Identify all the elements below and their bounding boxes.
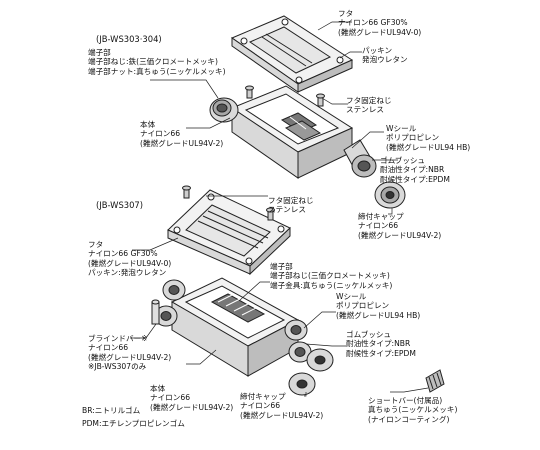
bottom-rubber-bush-label-name: ゴムブッシュ [346,330,392,339]
top-terminal-label-nut: 端子部ナット:真ちゅう(ニッケルメッキ) [88,66,226,76]
top-gland-right [343,139,377,178]
bottom-short-bar-label-name: ショートバー(付属品) [368,396,443,405]
top-cover-screw-label-name: フタ固定ねじ [346,96,392,105]
short-bar [425,369,445,393]
top-body-label: 本体 ナイロン66 (難燃グレードUL94V-2) [140,120,223,148]
top-cap-label-name: 締付キャップ [358,212,404,221]
top-cap-label-grade: (難燃グレードUL94V-2) [358,230,442,240]
bottom-cover-label-grade: (難燃グレードUL94V-0) [88,258,172,268]
bottom-short-bar-label-material: 真ちゅう(ニッケルメッキ) [368,405,458,415]
bottom-cap-label-material: ナイロン66 [240,401,281,411]
bottom-cover-screw-label-name: フタ固定ねじ [268,196,314,205]
abbreviation-legend: BR:ニトリルゴム PDM:エチレンプロピレンゴム [82,404,185,430]
bottom-cover-label: フタ ナイロン66 GF30% (難燃グレードUL94V-0) パッキン:発泡ウ… [88,240,171,278]
bottom-terminal-label: 端子部 端子部ねじ(三価クロメートメッキ) 端子金具:真ちゅう(ニッケルメッキ) [270,262,392,290]
top-packing-label: パッキン 発泡ウレタン [362,46,408,65]
bottom-blind-bar-label: ブラインドバー※ ナイロン66 (難燃グレードUL94V-2) ※JB-WS30… [88,334,171,372]
bottom-body-label: 本体 ナイロン66 (難燃グレードUL94V-2) [150,384,233,412]
top-cover-screw-label: フタ固定ねじ ステンレス [346,96,392,115]
bottom-cap-label: 締付キャップ ナイロン66 (難燃グレードUL94V-2) [240,392,323,420]
bottom-blind-bar-label-name: ブラインドバー※ [88,334,148,343]
top-cover-screw-label-material: ステンレス [346,105,384,115]
top-terminal-label-screw: 端子部ねじ:鉄(三価クロメートメッキ) [88,57,218,67]
bottom-cap-label-name: 締付キャップ [240,392,286,401]
bottom-body-label-name: 本体 [150,384,166,393]
bottom-cover-label-material: ナイロン66 GF30% [88,249,158,259]
top-packing-label-name: パッキン [362,46,393,55]
bottom-cover [167,189,291,276]
top-rubber-bush-label-weather: 耐候性タイプ:EPDM [380,174,450,184]
top-packing-label-material: 発泡ウレタン [362,55,408,65]
top-cap [374,181,406,209]
bottom-cover-screws [182,185,275,221]
bottom-short-bar-label-coating: (ナイロンコーティング) [368,414,450,424]
top-rubber-bush-label-name: ゴムブッシュ [380,156,426,165]
legend-br: BR:ニトリルゴム [82,406,141,415]
top-body-label-name: 本体 [140,120,156,129]
bottom-terminal-label-fitting: 端子金具:真ちゅう(ニッケルメッキ) [270,280,393,290]
top-cover-label-material: ナイロン66 GF30% [338,18,408,28]
bottom-w-seal-label-name: Wシール [336,292,367,301]
bottom-blind-bar-label-grade: (難燃グレードUL94V-2) [88,352,172,362]
top-w-seal-label-name: Wシール [386,124,417,133]
bottom-terminal-label-screw: 端子部ねじ(三価クロメートメッキ) [270,271,390,281]
top-cover [230,15,354,93]
bottom-body-label-material: ナイロン66 [150,393,191,403]
top-cover-label: フタ ナイロン66 GF30% (難燃グレードUL94V-0) [338,9,421,37]
top-cap-label: 締付キャップ ナイロン66 (難燃グレードUL94V-2) [358,212,441,240]
top-terminal-label: 端子部 端子部ねじ:鉄(三価クロメートメッキ) 端子部ナット:真ちゅう(ニッケル… [88,48,226,76]
legend-pdm: PDM:エチレンプロピレンゴム [82,419,185,428]
top-terminal-label-name: 端子部 [88,48,111,57]
bottom-w-seal-label-material: ポリプロピレン [336,301,390,311]
bottom-cover-screw-label-material: ステンレス [268,205,306,215]
bottom-w-seal-label-grade: (難燃グレードUL94 HB) [336,310,421,320]
top-body-label-material: ナイロン66 [140,129,181,139]
top-body-label-grade: (難燃グレードUL94V-2) [140,138,224,148]
model-heading-top: (JB-WS303·304) [96,34,162,44]
bottom-rubber-bush-label-weather: 耐候性タイプ:EPDM [346,348,416,358]
bottom-caps [288,348,334,396]
bottom-cover-label-packing: パッキン:発泡ウレタン [88,268,167,278]
bottom-cover-label-name: フタ [88,240,104,249]
top-cover-label-name: フタ [338,9,354,18]
model-heading-bottom: (JB-WS307) [96,200,144,210]
bottom-short-bar-label: ショートバー(付属品) 真ちゅう(ニッケルメッキ) (ナイロンコーティング) [368,396,457,424]
top-cover-screws [245,85,325,107]
bottom-rubber-bush-label-oil: 耐油性タイプ:NBR [346,339,411,349]
bottom-rubber-bush-label: ゴムブッシュ 耐油性タイプ:NBR 耐候性タイプ:EPDM [346,330,416,358]
bottom-blind-bar-label-note: ※JB-WS307のみ [88,362,147,372]
bottom-terminal-label-name: 端子部 [270,262,293,271]
top-gland-left [209,97,239,123]
top-rubber-bush-label: ゴムブッシュ 耐油性タイプ:NBR 耐候性タイプ:EPDM [380,156,450,184]
bottom-body [170,277,300,377]
bottom-body-label-grade: (難燃グレードUL94V-2) [150,402,234,412]
top-w-seal-label-material: ポリプロピレン [386,133,440,143]
bottom-cap-label-grade: (難燃グレードUL94V-2) [240,410,324,420]
top-cap-label-material: ナイロン66 [358,221,399,231]
blind-bar [151,299,160,325]
bottom-blind-bar-label-material: ナイロン66 [88,343,129,353]
top-rubber-bush-label-oil: 耐油性タイプ:NBR [380,165,445,175]
bottom-cover-screw-label: フタ固定ねじ ステンレス [268,196,314,215]
top-cover-label-grade: (難燃グレードUL94V-0) [338,27,422,37]
top-w-seal-label-grade: (難燃グレードUL94 HB) [386,142,471,152]
top-w-seal-label: Wシール ポリプロピレン (難燃グレードUL94 HB) [386,124,470,152]
leader-lines [130,21,429,397]
bottom-w-seal-label: Wシール ポリプロピレン (難燃グレードUL94 HB) [336,292,420,320]
top-body [230,85,354,179]
bottom-gland-right [284,319,312,363]
